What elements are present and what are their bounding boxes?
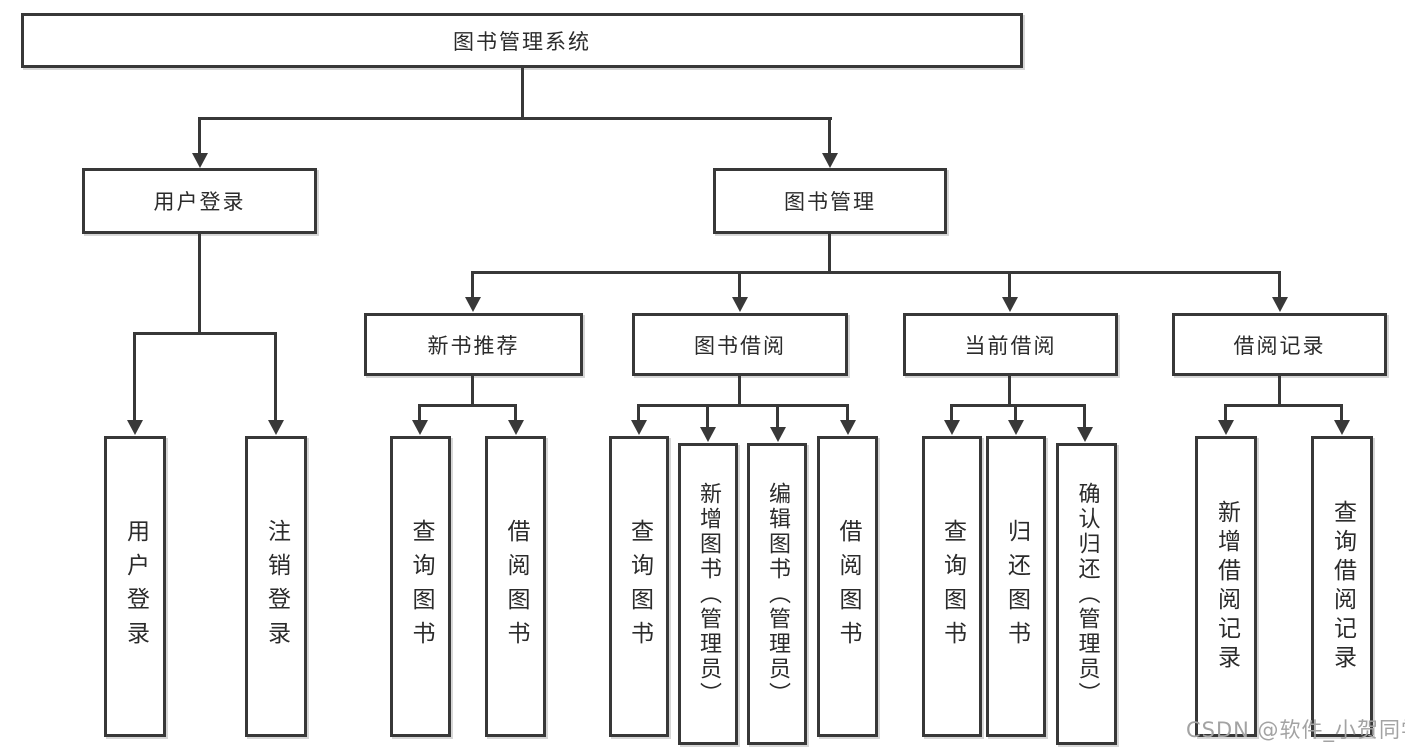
connector-book-mgmt-split [471, 271, 1281, 274]
arrowhead-bb-edit-book-icon [770, 427, 786, 442]
connector-to-new-book-rec [471, 271, 474, 299]
connector-current-borrow-stem [1008, 376, 1011, 407]
node-user-login-label: 用户登录 [153, 190, 246, 214]
leaf-rcd-query-record: 查询借阅记录 [1311, 436, 1373, 737]
node-current-borrow: 当前借阅 [903, 313, 1118, 376]
leaf-cur-return-book: 归还图书 [986, 436, 1046, 737]
leaf-bb-edit-book: 编辑图书（管理员） [747, 443, 807, 745]
arrowhead-rcd-add-record-icon [1218, 420, 1234, 435]
leaf-cur-return-book-label: 归还图书 [1003, 518, 1030, 655]
arrowhead-current-borrow-icon [1002, 297, 1018, 312]
connector-root-split [199, 117, 832, 120]
connector-root-stem [521, 68, 524, 119]
node-book-mgmt: 图书管理 [713, 168, 947, 234]
node-new-book-rec-label: 新书推荐 [427, 333, 520, 358]
connector-to-bb-add-book [706, 404, 709, 428]
connector-root-to-user-login [198, 117, 201, 155]
connector-to-cur-query-book [950, 404, 953, 421]
arrowhead-rec-query-book-icon [412, 420, 428, 435]
connector-to-rcd-add-record [1224, 404, 1227, 421]
leaf-rcd-add-record-label: 新增借阅记录 [1213, 499, 1240, 674]
arrowhead-leaf-logout-icon [268, 420, 284, 435]
connector-to-book-borrow [738, 271, 741, 299]
node-root-label: 图书管理系统 [453, 29, 591, 54]
arrowhead-rec-borrow-book-icon [508, 420, 524, 435]
arrowhead-cur-confirm-return-icon [1077, 427, 1093, 442]
connector-to-bb-borrow-book [846, 404, 849, 421]
arrowhead-leaf-user-login-icon [127, 420, 143, 435]
leaf-bb-add-book-label: 新增图书（管理员） [696, 481, 721, 707]
node-book-borrow: 图书借阅 [632, 313, 848, 376]
leaf-rcd-add-record: 新增借阅记录 [1195, 436, 1257, 737]
connector-to-leaf-user-login [133, 332, 136, 421]
connector-to-bb-edit-book [776, 404, 779, 428]
leaf-rec-borrow-book-label: 借阅图书 [503, 518, 529, 655]
connector-new-book-rec-stem [471, 376, 474, 407]
arrowhead-book-borrow-icon [732, 297, 748, 312]
arrowhead-bb-query-book-icon [631, 420, 647, 435]
arrowhead-book-mgmt-icon [822, 153, 838, 168]
arrowhead-bb-borrow-book-icon [840, 420, 856, 435]
leaf-bb-borrow-book-label: 借阅图书 [835, 518, 861, 655]
connector-current-borrow-split [950, 404, 1086, 407]
leaf-bb-query-book-label: 查询图书 [626, 518, 653, 655]
leaf-user-login-label: 用户登录 [122, 518, 149, 655]
watermark: CSDN @软件_小贺同学 [1186, 718, 1405, 742]
node-book-borrow-label: 图书借阅 [694, 333, 786, 358]
leaf-rec-query-book-label: 查询图书 [408, 518, 434, 655]
connector-book-borrow-split [637, 404, 849, 407]
node-user-login: 用户登录 [82, 168, 317, 234]
node-borrow-record: 借阅记录 [1172, 313, 1387, 376]
leaf-bb-add-book: 新增图书（管理员） [678, 443, 738, 745]
leaf-rec-query-book: 查询图书 [390, 436, 451, 737]
leaf-cur-confirm-return-label: 确认归还（管理员） [1074, 481, 1100, 707]
connector-new-book-rec-split [418, 404, 517, 407]
leaf-cur-query-book-label: 查询图书 [939, 518, 966, 655]
connector-to-bb-query-book [637, 404, 640, 421]
arrowhead-new-book-rec-icon [465, 297, 481, 312]
connector-to-rec-query-book [418, 404, 421, 421]
connector-to-borrow-record [1278, 271, 1281, 299]
connector-to-cur-confirm-return [1083, 404, 1086, 428]
leaf-user-login: 用户登录 [104, 436, 166, 737]
connector-book-mgmt-stem [828, 234, 831, 274]
leaf-cur-query-book: 查询图书 [922, 436, 982, 737]
leaf-logout: 注销登录 [245, 436, 307, 737]
arrowhead-rcd-query-record-icon [1334, 420, 1350, 435]
arrowhead-bb-add-book-icon [700, 427, 716, 442]
node-borrow-record-label: 借阅记录 [1233, 333, 1326, 358]
node-book-mgmt-label: 图书管理 [784, 190, 876, 214]
connector-to-rcd-query-record [1340, 404, 1343, 421]
node-current-borrow-label: 当前借阅 [964, 333, 1057, 358]
leaf-logout-label: 注销登录 [263, 518, 290, 655]
connector-book-borrow-stem [738, 376, 741, 407]
leaf-bb-borrow-book: 借阅图书 [817, 436, 878, 737]
leaf-cur-confirm-return: 确认归还（管理员） [1056, 443, 1117, 745]
connector-user-login-split [133, 332, 277, 335]
connector-borrow-record-stem [1278, 376, 1281, 407]
node-root: 图书管理系统 [21, 13, 1023, 68]
connector-to-current-borrow [1008, 271, 1011, 299]
arrowhead-cur-query-book-icon [944, 420, 960, 435]
connector-to-leaf-logout [274, 332, 277, 421]
arrowhead-borrow-record-icon [1272, 297, 1288, 312]
connector-borrow-record-split [1224, 404, 1343, 407]
connector-user-login-stem [198, 234, 201, 334]
leaf-bb-query-book: 查询图书 [609, 436, 669, 737]
arrowhead-user-login-icon [192, 153, 208, 168]
arrowhead-cur-return-book-icon [1008, 420, 1024, 435]
node-new-book-rec: 新书推荐 [364, 313, 583, 376]
connector-root-to-book-mgmt [828, 117, 831, 155]
leaf-bb-edit-book-label: 编辑图书（管理员） [765, 481, 790, 707]
connector-to-cur-return-book [1014, 404, 1017, 421]
leaf-rcd-query-record-label: 查询借阅记录 [1329, 499, 1356, 674]
leaf-rec-borrow-book: 借阅图书 [485, 436, 546, 737]
connector-to-rec-borrow-book [514, 404, 517, 421]
